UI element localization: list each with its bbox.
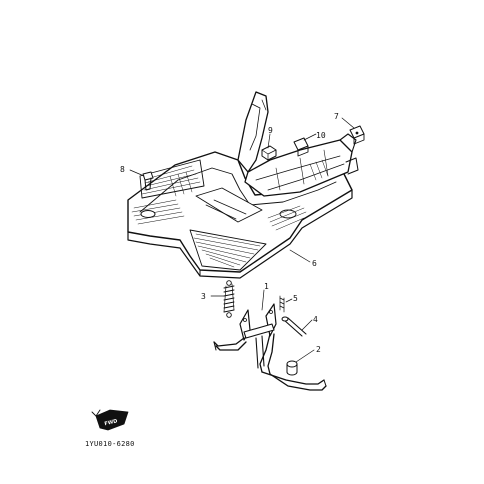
part-10-clip	[293, 137, 309, 157]
callout-4: 4	[313, 315, 318, 324]
front-direction-arrow-icon: FWD	[91, 409, 129, 431]
callout-9: 9	[268, 126, 273, 135]
callout-10: 10	[316, 131, 326, 140]
part-4-shaft	[281, 316, 307, 337]
center-stand	[213, 303, 327, 391]
part-7-clip	[349, 125, 365, 145]
callout-2: 2	[316, 345, 321, 354]
leader-lines	[129, 117, 355, 363]
callout-6: 6	[312, 259, 317, 268]
rear-cover-panel	[237, 91, 359, 197]
part-5-pin	[279, 295, 285, 313]
part-3-spring	[223, 280, 235, 318]
part-2-stopper	[286, 360, 298, 376]
diagram-code: 1YU010-6280	[85, 440, 135, 448]
callout-1: 1	[264, 282, 269, 291]
footrest-board	[127, 151, 353, 279]
callout-5: 5	[293, 294, 298, 303]
callout-8: 8	[120, 165, 125, 174]
callout-3: 3	[201, 292, 206, 301]
callout-7: 7	[334, 112, 339, 121]
part-9-nut	[261, 145, 277, 161]
front-arrow-label: FWD	[104, 418, 118, 427]
part-8-screw	[142, 171, 154, 191]
